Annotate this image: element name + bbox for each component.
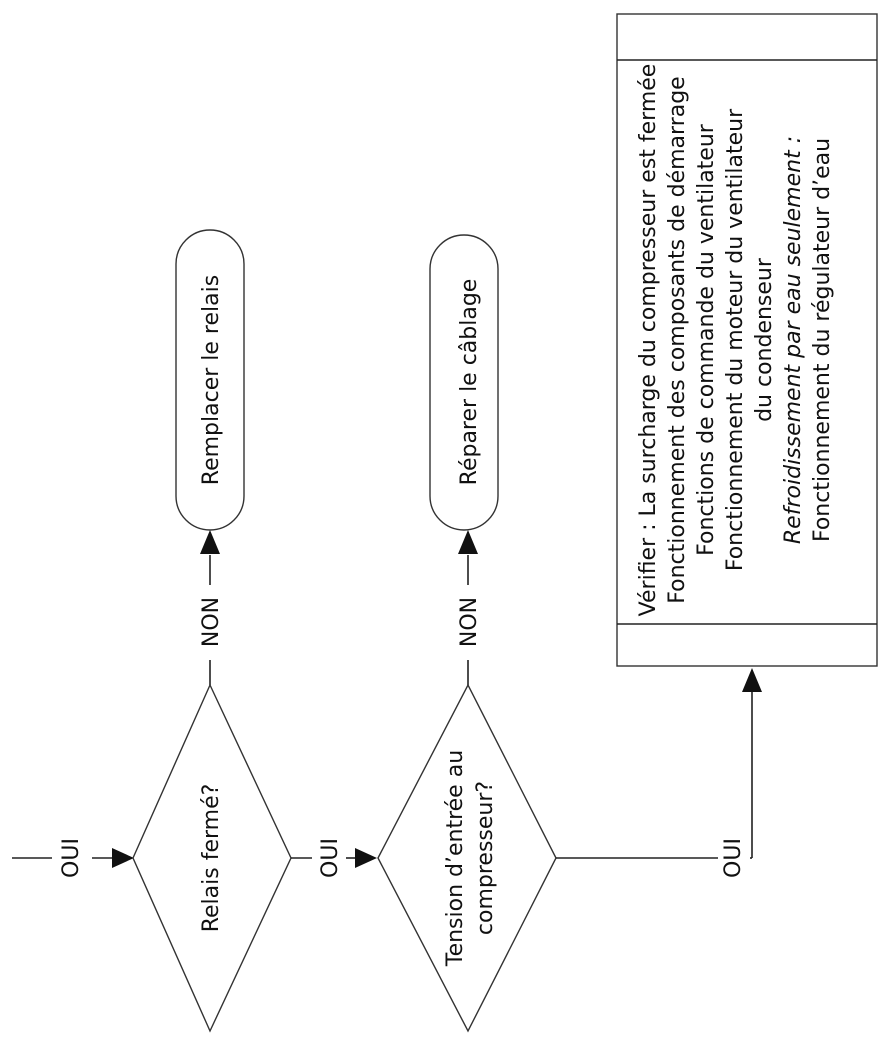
edge-label-oui-3: OUI xyxy=(721,838,746,878)
check-line-6: Refroidissement par eau seulement : xyxy=(781,136,806,544)
check-line-1: Vérifier : La surcharge du compresseur e… xyxy=(636,64,661,617)
edge-label-non-1: NON xyxy=(199,597,224,647)
check-line-3: Fonctions de commande du ventilateur xyxy=(694,123,719,556)
edge-label-non-2: NON xyxy=(457,597,482,647)
decision-2-text-line-2: compresseur? xyxy=(473,781,498,935)
terminal-1-text: Remplacer le relais xyxy=(199,275,224,485)
terminal-2-text: Réparer le câblage xyxy=(457,279,482,486)
check-line-7: Fonctionnement du régulateur d’eau xyxy=(810,138,835,542)
edge-label-oui-1: OUI xyxy=(59,838,84,878)
decision-1-text: Relais fermé? xyxy=(199,784,224,933)
edge-label-oui-2: OUI xyxy=(318,838,343,878)
arrow-into-check-box xyxy=(742,668,762,692)
check-line-4: Fonctionnement du moteur du ventilateur xyxy=(723,108,748,571)
check-line-2: Fonctionnement des composants de démarra… xyxy=(665,76,690,603)
decision-2-text-line-1: Tension d’entrée au xyxy=(443,750,468,967)
check-box xyxy=(616,13,878,667)
arrow-into-terminal-2 xyxy=(458,530,478,554)
check-line-5: du condenseur xyxy=(752,257,777,422)
terminal-reparer-cablage xyxy=(429,234,499,531)
arrow-into-decision-2 xyxy=(355,848,377,868)
arrow-into-terminal-1 xyxy=(200,530,220,554)
terminal-remplacer-relais xyxy=(175,229,245,531)
arrow-into-decision-1 xyxy=(112,848,134,868)
